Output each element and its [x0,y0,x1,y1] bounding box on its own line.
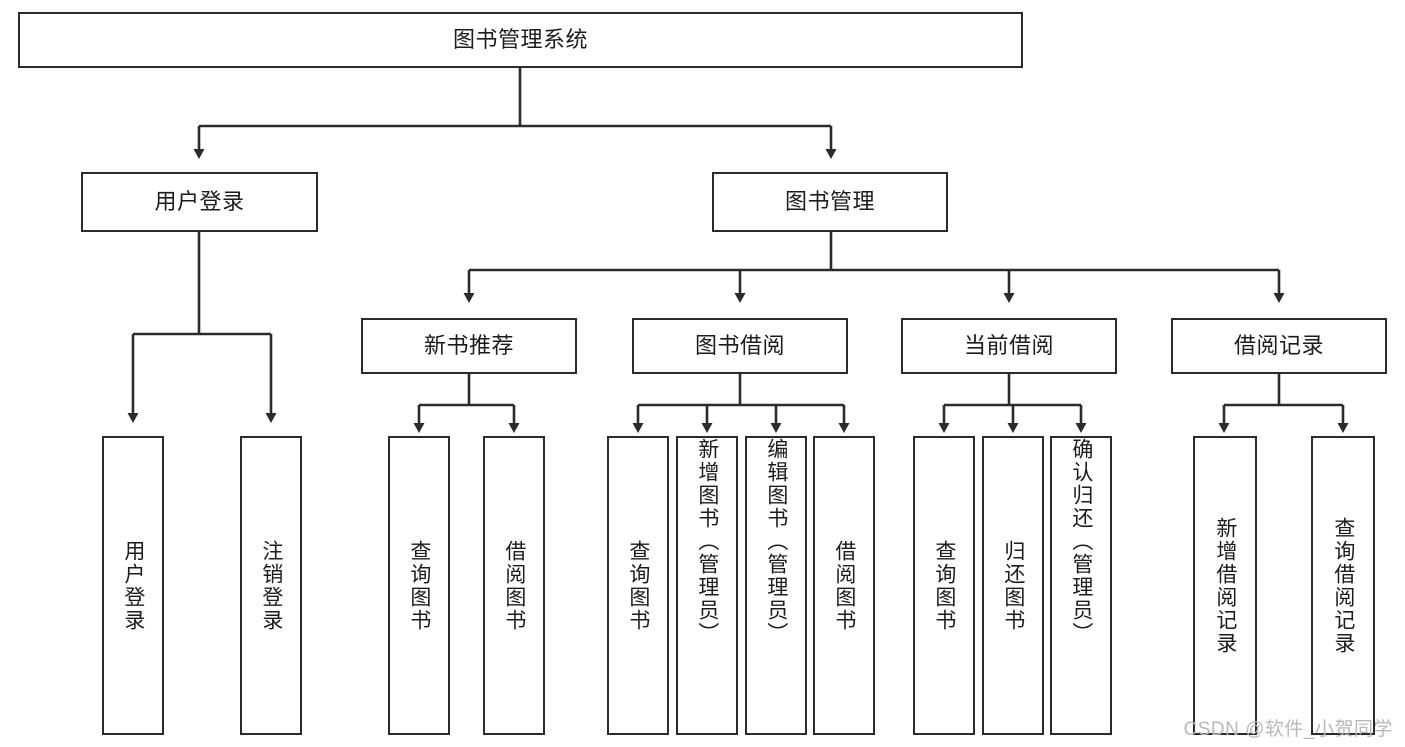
node-label: 查询图书 [932,539,956,632]
node-label: 新增图书（管理员） [695,438,719,645]
node-leaf-newbook-borrow-book[interactable]: 借阅图书 [483,436,545,735]
node-leaf-records-add-record[interactable]: 新增借阅记录 [1193,436,1257,735]
node-leaf-user-login-logout[interactable]: 注销登录 [240,436,302,735]
node-label: 新增借阅记录 [1213,516,1237,655]
node-label: 查询图书 [407,539,431,632]
node-label: 编辑图书（管理员） [764,438,788,645]
node-label: 借阅图书 [502,539,526,632]
node-leaf-user-login-login[interactable]: 用户登录 [102,436,164,735]
node-leaf-newbook-query-book[interactable]: 查询图书 [388,436,450,735]
node-label: 图书管理 [784,189,875,215]
node-label: 当前借阅 [963,333,1054,359]
node-new-book-recommend[interactable]: 新书推荐 [361,318,577,374]
node-label: 用户登录 [121,539,145,632]
node-label: 注销登录 [259,539,283,632]
node-leaf-borrow-edit-book-admin[interactable]: 编辑图书（管理员） [745,436,807,735]
node-leaf-borrow-borrow-book[interactable]: 借阅图书 [813,436,875,735]
node-label: 确认归还（管理员） [1069,438,1093,645]
node-label: 借阅图书 [832,539,856,632]
node-book-management[interactable]: 图书管理 [712,172,948,232]
node-leaf-current-query-book[interactable]: 查询图书 [913,436,975,735]
node-leaf-borrow-query-book[interactable]: 查询图书 [607,436,669,735]
node-label: 归还图书 [1001,539,1025,632]
node-label: 图书管理系统 [452,27,588,53]
watermark-text: CSDN @软件_小贺同学 [1183,719,1393,740]
node-label: 图书借阅 [694,333,785,359]
node-label: 查询借阅记录 [1331,516,1355,655]
node-current-borrow[interactable]: 当前借阅 [901,318,1117,374]
node-root-book-management-system[interactable]: 图书管理系统 [18,12,1023,68]
node-leaf-borrow-add-book-admin[interactable]: 新增图书（管理员） [676,436,738,735]
node-book-borrow[interactable]: 图书借阅 [632,318,848,374]
node-label: 查询图书 [626,539,650,632]
node-label: 用户登录 [154,189,245,215]
node-label: 新书推荐 [423,333,514,359]
node-leaf-records-query-record[interactable]: 查询借阅记录 [1311,436,1375,735]
node-leaf-current-confirm-return-admin[interactable]: 确认归还（管理员） [1050,436,1112,735]
node-leaf-current-return-book[interactable]: 归还图书 [982,436,1044,735]
node-borrow-records[interactable]: 借阅记录 [1171,318,1387,374]
node-user-login[interactable]: 用户登录 [81,172,318,232]
node-label: 借阅记录 [1233,333,1324,359]
